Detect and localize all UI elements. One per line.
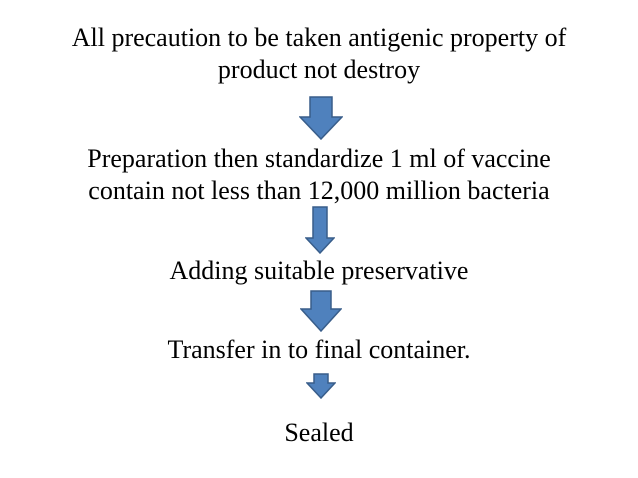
step-2-text: Preparation then standardize 1 ml of vac…: [0, 143, 638, 207]
step-2-line-2: contain not less than 12,000 million bac…: [88, 176, 550, 205]
step-5-text: Sealed: [0, 417, 638, 449]
down-arrow-icon: [299, 96, 343, 140]
step-1-line-1: All precaution to be taken antigenic pro…: [71, 23, 567, 52]
step-2-line-1: Preparation then standardize 1 ml of vac…: [87, 144, 551, 173]
down-arrow-icon: [305, 206, 335, 254]
down-arrow-icon: [300, 290, 342, 332]
step-1-line-2: product not destroy: [217, 55, 421, 84]
down-arrow-icon: [306, 373, 336, 399]
step-3-text: Adding suitable preservative: [0, 255, 638, 287]
step-1-text: All precaution to be taken antigenic pro…: [0, 22, 638, 86]
step-5-line-1: Sealed: [284, 418, 354, 447]
step-4-line-1: Transfer in to final container.: [167, 335, 471, 364]
step-3-line-1: Adding suitable preservative: [169, 256, 469, 285]
step-4-text: Transfer in to final container.: [0, 334, 638, 366]
